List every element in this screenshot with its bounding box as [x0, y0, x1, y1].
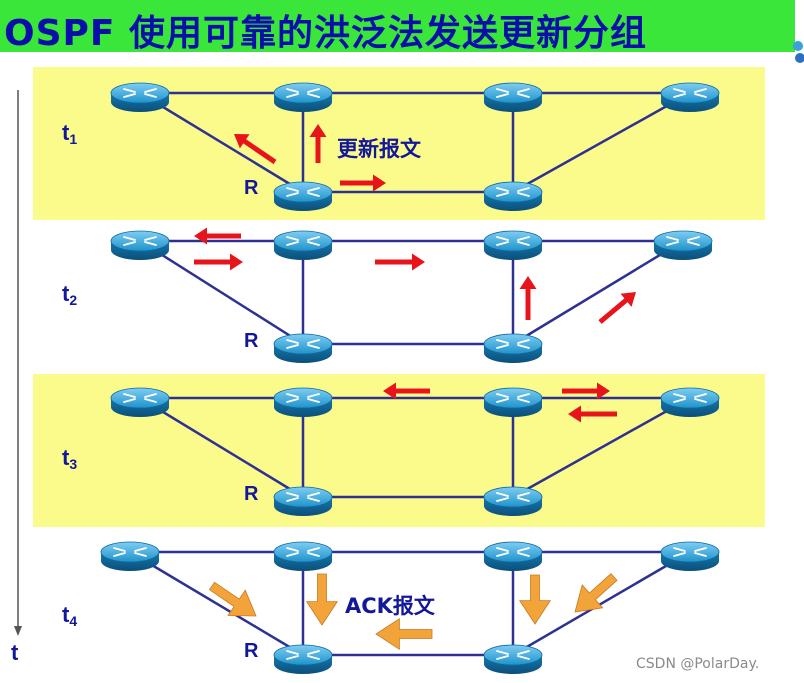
- orange-arrow-icon: [574, 573, 618, 613]
- router-icon: [483, 541, 543, 571]
- network-link: [139, 396, 304, 499]
- router-icon: [483, 644, 543, 674]
- ack-message-label: ACK报文: [345, 594, 435, 618]
- router-r-label-t4: R: [244, 640, 259, 662]
- stage-label-t4: t4: [62, 602, 78, 629]
- red-arrow-icon: [519, 276, 537, 320]
- watermark: CSDN @PolarDay.: [636, 656, 760, 672]
- router-icon: [110, 230, 170, 260]
- page-title: OSPF 使用可靠的洪泛法发送更新分组: [4, 13, 648, 54]
- red-arrow-icon: [194, 253, 243, 271]
- orange-arrow-icon: [305, 573, 339, 626]
- router-icon: [100, 541, 160, 571]
- update-message-label: 更新报文: [337, 137, 421, 161]
- router-icon: [660, 82, 720, 112]
- title-bar: [0, 0, 795, 52]
- router-icon: [483, 230, 543, 260]
- network-link: [139, 91, 304, 194]
- stage-label-t2: t2: [62, 281, 78, 308]
- router-icon: [483, 333, 543, 363]
- router-r-label-t2: R: [244, 330, 259, 352]
- router-icon: [483, 181, 543, 211]
- router-icon: [110, 82, 170, 112]
- network-link: [512, 239, 684, 346]
- orange-arrow-icon: [375, 617, 433, 651]
- network-link: [512, 396, 691, 499]
- red-arrow-icon: [309, 124, 327, 163]
- network-link: [512, 91, 691, 194]
- time-axis-arrowhead-icon: [14, 626, 22, 636]
- router-icon: [660, 387, 720, 417]
- orange-arrow-icon: [518, 574, 552, 625]
- network-link: [512, 550, 691, 657]
- router-icon: [483, 486, 543, 516]
- time-axis-label: t: [11, 640, 19, 665]
- red-arrow-icon: [562, 382, 610, 400]
- network-link: [129, 550, 304, 657]
- router-icon: [273, 333, 333, 363]
- router-icon: [110, 387, 170, 417]
- router-icon: [273, 387, 333, 417]
- router-r-label-t3: R: [244, 483, 259, 505]
- router-icon: [483, 82, 543, 112]
- router-icon: [483, 387, 543, 417]
- router-icon: [653, 230, 713, 260]
- orange-arrow-icon: [208, 581, 257, 617]
- router-icon: [273, 230, 333, 260]
- router-icon: [273, 486, 333, 516]
- router-icon: [660, 541, 720, 571]
- router-icon: [273, 82, 333, 112]
- red-arrow-icon: [234, 134, 277, 165]
- red-arrow-icon: [568, 405, 617, 423]
- red-arrow-icon: [194, 227, 241, 245]
- network-link: [139, 239, 304, 346]
- corner-decoration-icon: [793, 41, 804, 63]
- router-r-label-t1: R: [244, 177, 259, 199]
- router-icon: [273, 181, 333, 211]
- router-icon: [273, 541, 333, 571]
- stage-label-t1: t1: [62, 120, 78, 147]
- red-arrow-icon: [375, 253, 425, 271]
- red-arrow-icon: [340, 174, 386, 192]
- router-icon: [273, 644, 333, 674]
- stage-label-t3: t3: [62, 445, 78, 472]
- red-arrow-icon: [383, 382, 430, 400]
- red-arrow-icon: [598, 292, 636, 324]
